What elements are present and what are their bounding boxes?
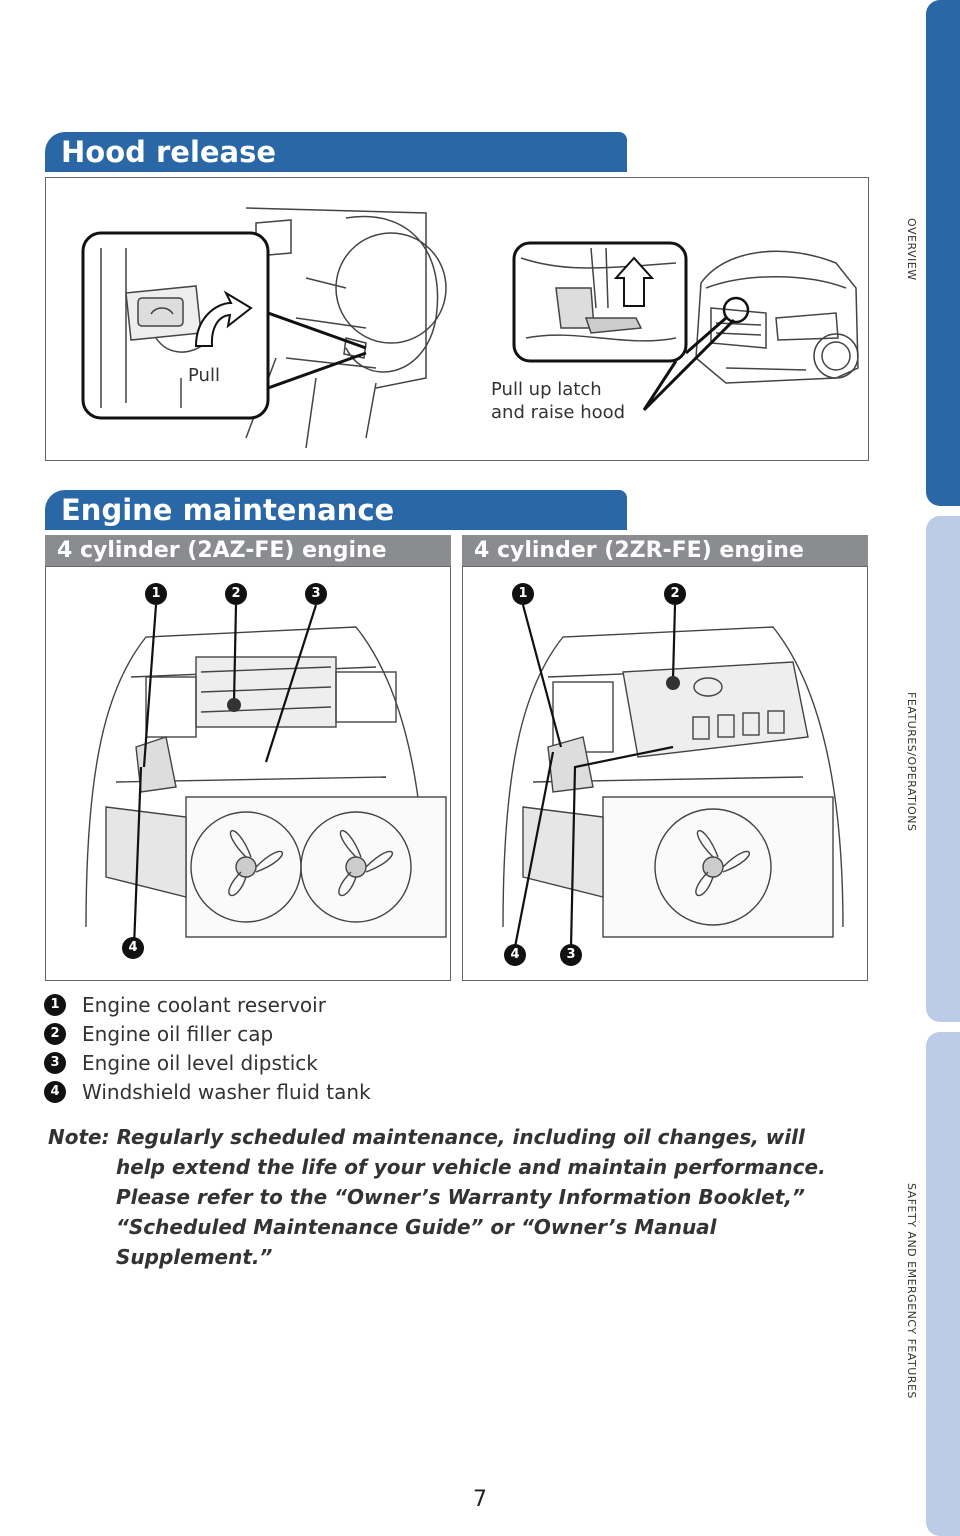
engine-2zr-header: 4 cylinder (2ZR-FE) engine: [462, 535, 868, 566]
note-line-4: “Scheduled Maintenance Guide” or “Owner’…: [116, 1215, 717, 1239]
legend-badge-2: 2: [44, 1023, 66, 1045]
legend-item-2: 2 Engine oil filler cap: [44, 1019, 273, 1049]
latch-label-line2: and raise hood: [491, 402, 626, 423]
note-line-2: help extend the life of your vehicle and…: [116, 1155, 826, 1179]
marker-2az-3: 3: [305, 583, 327, 605]
marker-2zr-2: 2: [664, 583, 686, 605]
hood-latch-inset: [512, 241, 688, 363]
marker-2zr-4: 4: [504, 944, 526, 966]
legend-badge-3: 3: [44, 1052, 66, 1074]
marker-2zr-1: 1: [512, 583, 534, 605]
pull-label: Pull: [188, 365, 220, 386]
latch-arrow: [613, 256, 655, 307]
engine-2az-panel: 1 2 3 4: [45, 566, 451, 981]
legend-badge-1: 1: [44, 994, 66, 1016]
hood-release-header: Hood release: [45, 132, 627, 172]
legend-text-4: Windshield washer fluid tank: [82, 1080, 371, 1104]
engine-2zr-panel: 1 2 4 3: [462, 566, 868, 981]
engine-2zr-title: 4 cylinder (2ZR-FE) engine: [474, 538, 804, 563]
hood-release-title: Hood release: [61, 135, 277, 169]
note-line-1: Note: Regularly scheduled maintenance, i…: [48, 1125, 805, 1149]
note-line-5: Supplement.”: [116, 1245, 273, 1269]
maintenance-note: Note: Regularly scheduled maintenance, i…: [48, 1122, 828, 1272]
note-line-3: Please refer to the “Owner’s Warranty In…: [116, 1185, 805, 1209]
hood-release-panel: Pull Pull up latch and raise hood: [45, 177, 869, 461]
latch-label-line1: Pull up latch: [491, 379, 602, 400]
engine-maintenance-header: Engine maintenance: [45, 490, 627, 530]
side-tab-safety[interactable]: [926, 1032, 960, 1536]
pull-arrow: [194, 290, 253, 347]
legend-item-3: 3 Engine oil level dipstick: [44, 1048, 318, 1078]
marker-2az-4: 4: [122, 937, 144, 959]
marker-2zr-3: 3: [560, 944, 582, 966]
engine-2az-illustration: [85, 604, 447, 948]
legend-text-3: Engine oil level dipstick: [82, 1051, 318, 1075]
legend-item-1: 1 Engine coolant reservoir: [44, 990, 326, 1020]
hood-release-illustration: [81, 207, 859, 449]
marker-2az-1: 1: [145, 583, 167, 605]
side-tab-features[interactable]: [926, 516, 960, 1022]
page-number: 7: [473, 1487, 487, 1512]
engine-2az-header: 4 cylinder (2AZ-FE) engine: [45, 535, 451, 566]
legend-text-1: Engine coolant reservoir: [82, 993, 326, 1017]
side-label-features: FEATURES/OPERATIONS: [905, 692, 918, 832]
engine-2az-title: 4 cylinder (2AZ-FE) engine: [57, 538, 387, 563]
legend-badge-4: 4: [44, 1081, 66, 1103]
engine-2zr-illustration: [502, 604, 844, 948]
marker-2az-2: 2: [225, 583, 247, 605]
side-label-safety: SAFETY AND EMERGENCY FEATURES: [905, 1183, 918, 1399]
engine-maintenance-title: Engine maintenance: [61, 493, 395, 527]
legend-item-4: 4 Windshield washer fluid tank: [44, 1077, 371, 1107]
side-tab-overview[interactable]: [926, 0, 960, 506]
legend-text-2: Engine oil filler cap: [82, 1022, 274, 1046]
side-label-overview: OVERVIEW: [905, 218, 918, 281]
